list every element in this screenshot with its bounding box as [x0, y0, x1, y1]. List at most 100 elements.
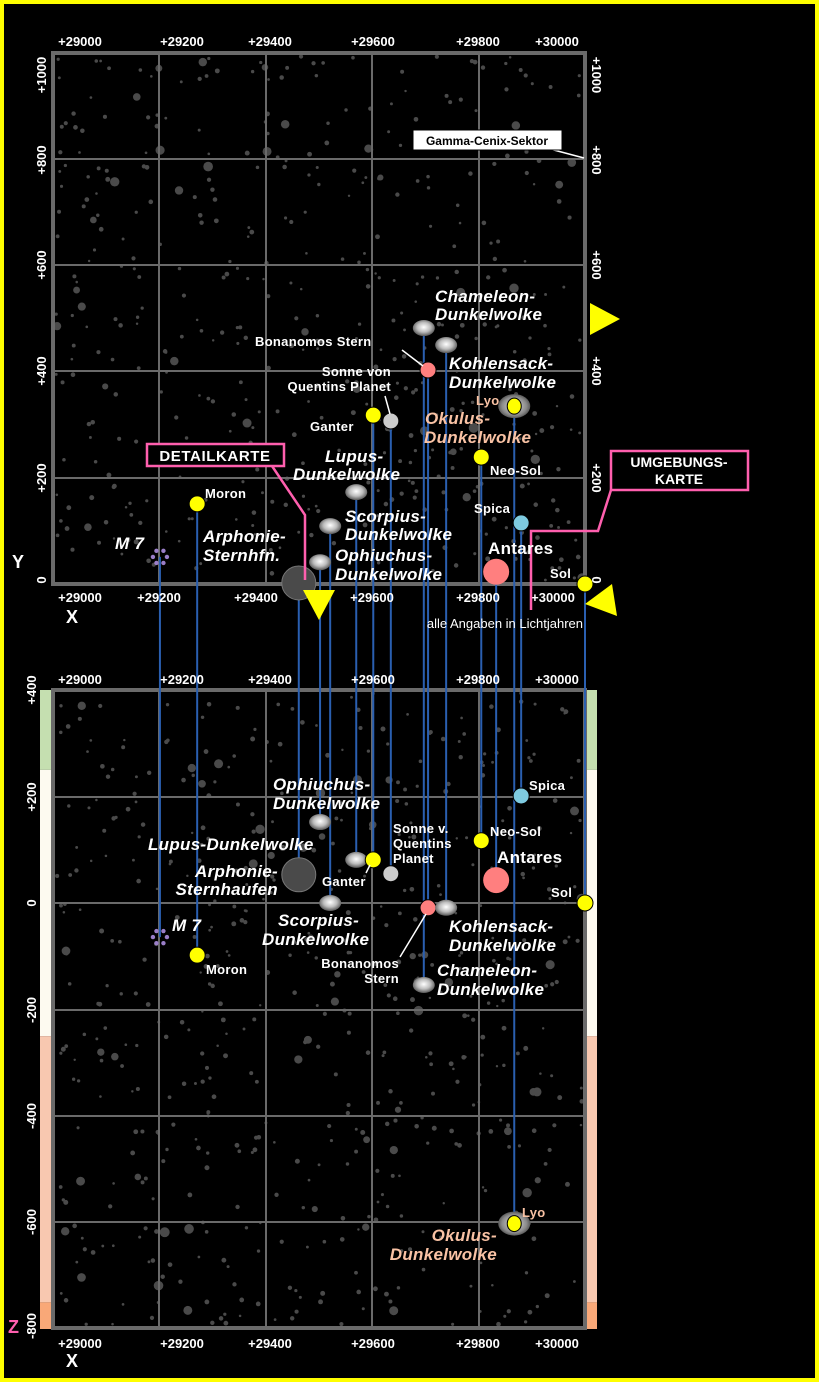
background-star	[146, 558, 151, 564]
background-star	[165, 1147, 169, 1152]
background-star	[547, 347, 551, 351]
x-axis-label-top: X	[66, 607, 78, 627]
background-star	[183, 1305, 193, 1315]
background-star	[425, 1055, 428, 1059]
background-star	[93, 460, 98, 464]
background-star	[536, 826, 542, 831]
background-star	[124, 506, 128, 509]
background-star	[211, 339, 215, 342]
background-star	[149, 1315, 155, 1321]
background-star	[455, 1079, 460, 1084]
background-star	[492, 958, 496, 963]
background-star	[110, 938, 115, 943]
background-star	[89, 739, 93, 742]
background-star	[575, 938, 580, 943]
background-star	[137, 835, 141, 839]
background-star	[459, 409, 463, 413]
tick-label: +29200	[160, 672, 204, 687]
background-star	[197, 1255, 201, 1259]
background-star	[366, 480, 371, 485]
background-star	[345, 1162, 350, 1166]
background-star	[192, 935, 197, 939]
detail-map-callout[interactable]: DETAILKARTE	[145, 442, 307, 580]
background-star	[68, 873, 73, 877]
background-star	[135, 315, 140, 319]
open-cluster-m-7	[161, 548, 166, 554]
background-star	[85, 325, 89, 329]
background-star	[62, 457, 66, 462]
background-star	[406, 712, 409, 716]
arrow-right-icon[interactable]	[590, 303, 620, 335]
background-star	[145, 1002, 151, 1007]
background-star	[235, 266, 240, 270]
background-star	[199, 328, 204, 333]
background-star	[421, 1230, 425, 1234]
background-star	[413, 449, 418, 453]
background-star	[347, 1011, 352, 1016]
background-star	[454, 269, 459, 275]
background-star	[213, 218, 219, 224]
background-star	[198, 779, 206, 788]
background-star	[64, 1044, 69, 1048]
background-star	[223, 1320, 229, 1326]
background-star	[238, 1314, 242, 1318]
background-star	[138, 68, 143, 72]
tick-label: +29000	[58, 34, 102, 49]
label-sonne-quentins: Quentins	[393, 836, 452, 851]
background-star	[124, 1043, 128, 1047]
background-star	[352, 168, 357, 173]
background-star	[544, 1293, 550, 1299]
background-star	[214, 68, 220, 74]
background-star	[535, 535, 540, 540]
background-star	[70, 313, 74, 318]
surroundings-map-callout[interactable]: UMGEBUNGS- KARTE	[529, 449, 750, 610]
surroundings-label-line[interactable]: KARTE	[655, 471, 703, 487]
background-star	[58, 169, 62, 173]
background-star	[341, 748, 344, 752]
background-star	[471, 1103, 476, 1107]
background-star	[531, 1236, 537, 1242]
star-sol	[576, 575, 594, 593]
background-star	[469, 994, 473, 998]
background-star	[73, 125, 78, 130]
tick-label: +29600	[350, 590, 394, 605]
arrow-diagonal-icon[interactable]	[585, 584, 617, 616]
background-star	[309, 532, 314, 538]
background-star	[539, 428, 545, 433]
star-antares	[483, 867, 510, 894]
background-star	[376, 1200, 380, 1204]
background-star	[208, 903, 211, 907]
surroundings-label-line[interactable]: UMGEBUNGS-	[630, 454, 728, 470]
background-star	[409, 886, 415, 892]
background-star	[218, 1316, 224, 1321]
background-star	[55, 533, 60, 538]
background-star	[203, 964, 209, 969]
background-star	[301, 328, 309, 336]
background-star	[330, 997, 339, 1006]
tick-label: +29800	[456, 672, 500, 687]
background-star	[56, 57, 60, 61]
background-star	[452, 244, 457, 249]
label-moron: Moron	[206, 962, 247, 977]
tick-label: +29200	[160, 1336, 204, 1351]
background-star	[489, 241, 493, 245]
background-star	[465, 836, 469, 840]
background-star	[363, 462, 368, 467]
background-star	[76, 1079, 81, 1083]
tick-label: +29000	[58, 672, 102, 687]
background-star	[547, 1147, 552, 1153]
detail-map-label[interactable]: DETAILKARTE	[159, 448, 270, 465]
background-star	[261, 64, 269, 71]
background-star	[518, 68, 523, 72]
background-star	[474, 336, 478, 341]
background-star	[298, 54, 304, 59]
background-star	[345, 1110, 351, 1116]
background-star	[404, 89, 407, 93]
arrow-down-icon[interactable]	[303, 590, 335, 620]
background-star	[179, 80, 183, 84]
background-star	[140, 822, 146, 827]
label-scorpius: Scorpius-	[345, 507, 426, 526]
background-star	[278, 546, 282, 550]
background-star	[480, 65, 486, 70]
